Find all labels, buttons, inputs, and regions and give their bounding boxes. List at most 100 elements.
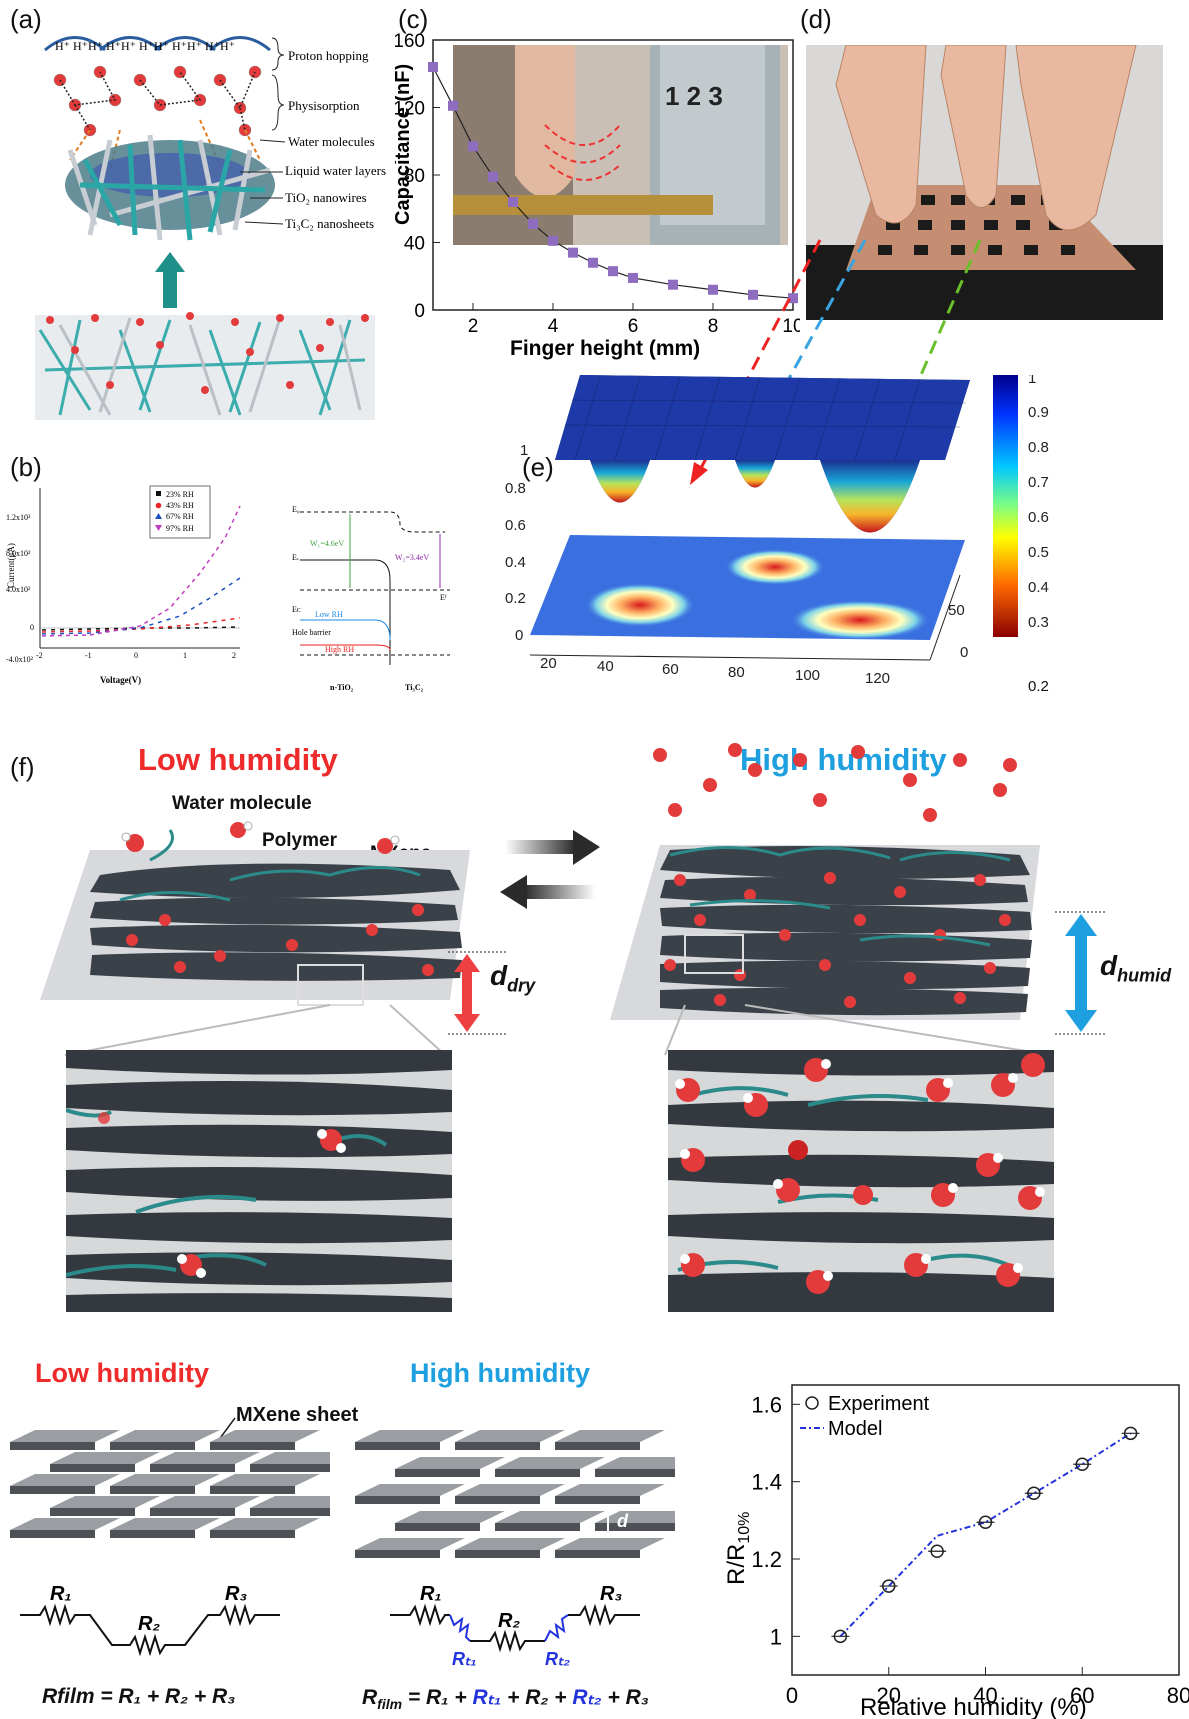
water-network — [53, 65, 262, 137]
stack-low — [10, 1417, 330, 1538]
mxene-sheet-label: MXene sheet — [236, 1404, 359, 1426]
e-xtick: 120 — [865, 670, 890, 687]
d-dry-label: ddry — [490, 960, 535, 997]
colorbar — [993, 375, 1018, 637]
water-molecules-low — [121, 821, 400, 854]
mxene-sheet-edge — [10, 1486, 95, 1494]
label-ti3c2: Ti₃C₂ nanosheets — [285, 216, 374, 231]
mxene-sheet — [50, 1452, 160, 1464]
e-ytick: 50 — [948, 602, 965, 619]
e-ztick: 0.2 — [505, 590, 526, 607]
eq-high-r: R — [362, 1686, 378, 1709]
c-data-point — [488, 171, 498, 182]
mxene-sheet — [10, 1518, 120, 1530]
mxene-sheet-edge — [455, 1550, 540, 1558]
mxene-sheet-edge — [455, 1442, 540, 1450]
cbar-tick: 0.7 — [1028, 474, 1049, 491]
e-ztick: 1 — [520, 442, 528, 459]
zoom-high — [668, 1050, 1054, 1312]
panel-b-iv-chart: Current(μA) Voltage(V) 1.2x10³ 8.0x10² 4… — [6, 485, 241, 685]
mxene-sheet — [110, 1430, 220, 1442]
c-data-point — [548, 235, 558, 246]
mxene-sheet — [50, 1496, 160, 1508]
experiment-point — [978, 1515, 993, 1530]
legend-experiment: Experiment — [828, 1393, 930, 1415]
r3-high: R₃ — [600, 1583, 622, 1605]
eq-high-mid2: + R₂ + — [501, 1686, 573, 1709]
mxene-sheet-edge — [150, 1508, 235, 1516]
panel-label-d: (d) — [800, 4, 832, 34]
mxene-sheet-edge — [150, 1464, 235, 1472]
mxene-sheet — [455, 1430, 565, 1442]
c-data-point — [788, 293, 798, 304]
experiment-point — [1075, 1457, 1089, 1472]
r-ytick-label: 1 — [770, 1624, 782, 1649]
legend-model: Model — [828, 1418, 882, 1440]
mxene-sheet — [495, 1457, 605, 1469]
panel-b-xlabel: Voltage(V) — [100, 675, 141, 685]
legend-experiment-marker — [805, 1396, 819, 1410]
c-ytick-label: 40 — [404, 234, 425, 255]
mxene-sheet-edge — [555, 1442, 640, 1450]
panel-b-ytick: 4.0x10² — [6, 585, 31, 594]
mxene-sheet — [455, 1538, 565, 1550]
c-data-point — [628, 272, 638, 283]
cbar-tick: 0.5 — [1028, 544, 1049, 561]
band-ev: Eᵥ — [292, 553, 300, 562]
cbar-tick-0.2: 0.2 — [1028, 678, 1049, 695]
band-high-rh: High RH — [325, 645, 354, 654]
cbar-tick: 0.3 — [1028, 614, 1049, 631]
mxene-sheet-edge — [110, 1442, 195, 1450]
equation-low: Rfilm = R₁ + R₂ + R₃ — [42, 1685, 235, 1709]
panel-b-band-diagram: E₀ Eᵥ Eᴄ Eᶠ W₁=4.6eV W₂=3.4eV Low RH Hol… — [292, 505, 450, 692]
band-low-rh: Low RH — [315, 610, 343, 619]
panel-label-f: (f) — [10, 752, 35, 782]
mxene-sheet-edge — [10, 1530, 95, 1538]
mxene-sheet-edge — [50, 1464, 135, 1472]
c-data-point — [428, 62, 438, 72]
panel-b-xtick: -2 — [36, 651, 43, 660]
stack-high: d — [355, 1430, 675, 1558]
label-tio2: TiO₂ nanowires — [285, 190, 367, 205]
circuit-low: R₁ R₂ R₃ — [20, 1583, 280, 1657]
cbar-tick: 0.8 — [1028, 439, 1049, 456]
polymer-label: Polymer — [262, 830, 337, 851]
mxene-sheet — [355, 1484, 465, 1496]
r-ylabel: R/R10% — [723, 1512, 753, 1585]
mxene-sheet — [210, 1430, 320, 1442]
d-dry-sub: dry — [507, 975, 536, 996]
panel-b-ytick: -4.0x10² — [6, 655, 34, 664]
mxene-sheet-edge — [110, 1486, 195, 1494]
c-data-point — [528, 218, 538, 229]
band-ntio2: n-TiO₂ — [330, 683, 354, 692]
c-xtick-label: 2 — [468, 316, 479, 337]
mxene-sheet — [355, 1430, 465, 1442]
panel-b-xtick: 1 — [183, 651, 187, 660]
eq-high-rt1: Rₜ₁ — [472, 1686, 502, 1709]
panel-label-b: (b) — [10, 452, 42, 482]
panel-label-a: (a) — [10, 4, 42, 34]
legend-97rh: 97% RH — [166, 524, 194, 533]
r-xtick-label: 40 — [973, 1683, 997, 1708]
c-data-point — [668, 279, 678, 290]
mxene-sheet-edge — [555, 1550, 640, 1558]
mxene-sheet — [355, 1538, 465, 1550]
e-xtick: 80 — [728, 664, 745, 681]
e-ztick: 0.6 — [505, 517, 526, 534]
r2-high: R₂ — [498, 1610, 520, 1632]
e-xtick: 60 — [662, 661, 679, 678]
mxene-sheet — [555, 1538, 665, 1550]
c-xtick-label: 8 — [708, 316, 719, 337]
mxene-sheet-edge — [455, 1496, 540, 1504]
experiment-point — [1123, 1426, 1138, 1441]
panel-a-figure: H⁺ H⁺H⁺ H⁺H⁺ H⁺H⁺ H⁺H⁺ H⁺H⁺ Proton hoppi… — [35, 36, 386, 420]
d-humid-letter: d — [1100, 950, 1118, 981]
mxene-sheet — [595, 1511, 675, 1523]
inset-photo: 1 2 3 — [453, 45, 788, 245]
r-ytick-label: 1.2 — [751, 1547, 782, 1572]
mxene-sheet-edge — [395, 1469, 480, 1477]
panel-c-xlabel: Finger height (mm) — [510, 337, 700, 360]
d-dry-arrow — [448, 951, 508, 1035]
